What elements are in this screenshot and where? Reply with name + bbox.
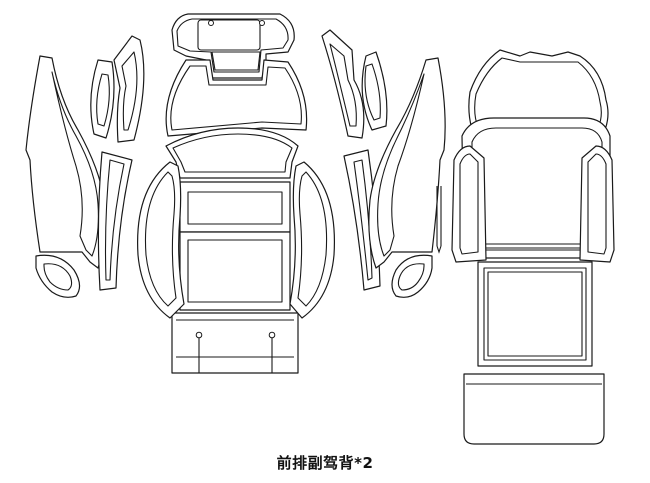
rear-main-back-piece (461, 117, 611, 259)
right-outer-side-panel (368, 57, 446, 269)
left-outer-curl-piece (35, 254, 81, 298)
left-side-bolster-piece (137, 161, 185, 319)
rear-bottom-flap (463, 373, 605, 445)
grommet-hole (208, 20, 214, 26)
diagram-caption: 前排副驾背*2 (276, 454, 374, 472)
bottom-flap-piece (171, 312, 299, 374)
reference-marker-line (436, 186, 442, 254)
right-side-bolster-piece (289, 161, 336, 319)
backrest-panel-2 (179, 231, 291, 311)
backrest-panel-1 (179, 181, 291, 233)
rear-lower-panel (477, 261, 593, 367)
left-strip-c (97, 151, 133, 291)
grommet-hole (195, 331, 203, 339)
right-small-piece-a (361, 51, 388, 131)
right-piece-b (321, 29, 365, 139)
right-outer-curl-piece (391, 254, 433, 298)
rear-left-wing (451, 145, 487, 263)
rear-right-wing (579, 145, 615, 263)
grommet-hole (259, 20, 265, 26)
grommet-hole (268, 331, 276, 339)
middle-backrest-piece (165, 127, 299, 179)
left-piece-b (113, 35, 145, 143)
left-small-piece-a (90, 59, 115, 139)
upper-backrest-piece (165, 59, 308, 137)
